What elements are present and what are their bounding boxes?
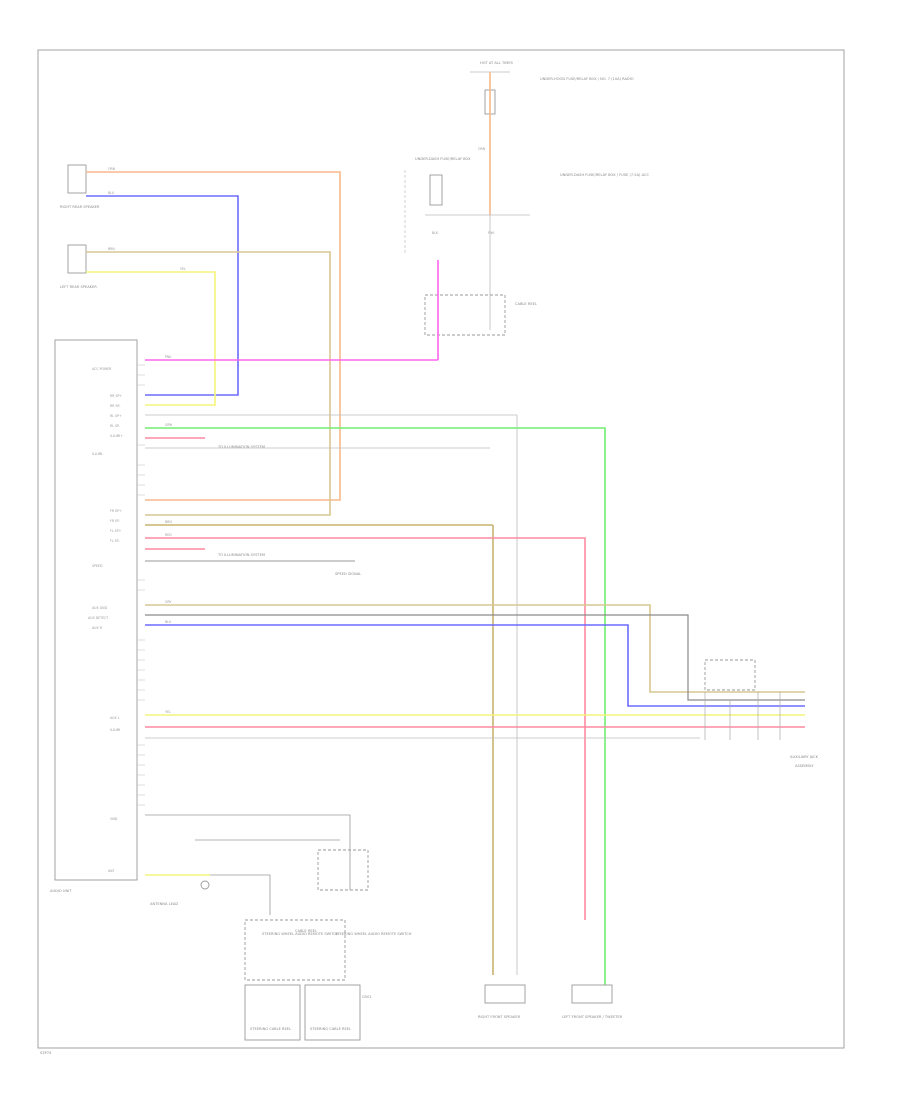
pin-speed: SPEED [92, 564, 103, 568]
diagram-frame [37, 49, 845, 1049]
steering-switch-label-1: STEERING WHEEL AUDIO REMOTE SWITCH [262, 932, 339, 936]
ground-label: G501 [362, 995, 372, 999]
steering-cable-box-2 [304, 984, 361, 1041]
left-front-speaker-label: LEFT FRONT SPEAKER / TWEETER [562, 1015, 623, 1019]
relay-block [424, 294, 506, 336]
wire-rl-plus [86, 251, 331, 516]
pin-acc-power: ACC POWER [92, 367, 112, 371]
speed-signal-label: SPEED SIGNAL [335, 572, 361, 576]
pin-aux-detect: AUX DETECT [88, 616, 108, 620]
pin-ant: ANT [108, 869, 115, 873]
cable-reel-label: CABLE REEL [295, 929, 317, 933]
pin-gnd: GND [110, 817, 118, 821]
audio-unit-label: AUDIO UNIT [50, 889, 72, 893]
pin-fl-sp-minus: FL SP- [110, 539, 120, 543]
pin-fr-sp-plus: FR SP+ [110, 509, 122, 513]
wire-gnd-reel [145, 814, 351, 890]
antenna-lead-icon [200, 880, 210, 890]
wire-label-org-rr: ORN [108, 167, 116, 171]
pin-illumi: ILLUMI [110, 728, 120, 732]
left-front-speaker-icon [571, 984, 613, 1004]
underhood-fuse-label: UNDER-HOOD FUSE/RELAY BOX / NO. 7 (10A) … [540, 77, 634, 81]
wire-aux-gnd [145, 604, 805, 693]
aux-jack-shield [704, 659, 756, 691]
steering-cable-box-1 [244, 984, 301, 1041]
pin-fl-sp-plus: FL SP+ [110, 529, 122, 533]
wire-label-brn-fr: BRN [165, 520, 172, 524]
underhood-junction-label: UNDER-DASH FUSE/RELAY BOX / FUSE (7.5A) … [560, 173, 649, 177]
wire-label-yel-rl: YEL [180, 267, 186, 271]
to-illumination-1: TO ILLUMINATION SYSTEM [217, 445, 265, 449]
wire-label-org-top: ORN [478, 147, 486, 151]
pin-fr-sp-minus: FR SP- [110, 519, 120, 523]
steering-switch-area [244, 919, 346, 981]
cable-reel-connector [317, 849, 369, 891]
left-rear-speaker-label: LEFT REAR SPEAKER [60, 285, 97, 289]
aux-jack-label: AUXILIARY JACK [790, 755, 819, 759]
pin-aux-l: AUX L [110, 716, 120, 720]
wire-aux-detect [145, 614, 805, 701]
pin-ticks [137, 364, 145, 806]
pin-illumi-minus: ILLUMI- [92, 452, 104, 456]
pin-rl-sp-plus: RL SP+ [110, 414, 122, 418]
wire-label-grn: GRN [165, 423, 173, 427]
to-illumination-2: TO ILLUMINATION SYSTEM [217, 553, 265, 557]
steering-switch-label-2: STEERING WHEEL AUDIO REMOTE SWITCH [335, 932, 412, 936]
wire-fl-red [145, 537, 586, 920]
wire-rr-minus [86, 195, 239, 396]
wire-rr-plus [86, 171, 341, 501]
wire-rl-minus [86, 271, 216, 406]
audio-unit-box [54, 339, 138, 881]
right-rear-speaker-label: RIGHT REAR SPEAKER [60, 205, 100, 209]
wire-green [145, 427, 606, 985]
wire-ant-gray [210, 874, 271, 915]
wire-label-brn-rl: BRN [108, 247, 115, 251]
pin-aux-gnd: AUX GND [92, 606, 108, 610]
hot-label: HOT AT ALL TIMES [480, 61, 514, 65]
wire-label-red-fl: RED [165, 533, 172, 537]
wire-label-blk-a: BLK [432, 231, 439, 235]
wire-label-gry-aux: GRY [165, 600, 171, 604]
right-rear-speaker-icon [67, 164, 87, 194]
antenna-lead-label: ANTENNA LEAD [150, 902, 178, 906]
aux-jack-pins [704, 692, 781, 740]
aux-jack-label-2: ASSEMBLY [795, 764, 814, 768]
footer-code: S3P74 [40, 1051, 52, 1055]
pin-rl-sp-minus: RL SP- [110, 424, 120, 428]
right-front-speaker-label: RIGHT FRONT SPEAKER [478, 1015, 521, 1019]
under-dash-fuse-box [429, 174, 443, 206]
wire-label-pnk-acc: PNK [165, 355, 172, 359]
pin-rr-sp-minus: RR SP- [110, 404, 120, 408]
pin-rr-sp-plus: RR SP+ [110, 394, 122, 398]
left-rear-speaker-icon [67, 244, 87, 274]
pin-aux-r: AUX R [92, 626, 103, 630]
under-dash-label: UNDER-DASH FUSE/RELAY BOX [415, 157, 471, 161]
right-front-speaker-icon [484, 984, 526, 1004]
wire-label-blu-rr: BLU [108, 191, 115, 195]
pin-illumi-plus: ILLUMI+ [110, 434, 123, 438]
steering-cable-label-1: STEERING CABLE REEL [250, 1027, 291, 1031]
relay-label: CABLE REEL [515, 302, 537, 306]
wire-label-yel-aux: YEL [165, 710, 171, 714]
wire-aux-r [145, 624, 805, 707]
steering-cable-label-2: STEERING CABLE REEL [310, 1027, 351, 1031]
wire-label-pnk-a: PNK [488, 231, 495, 235]
wire-label-blu-aux: BLU [165, 620, 172, 624]
